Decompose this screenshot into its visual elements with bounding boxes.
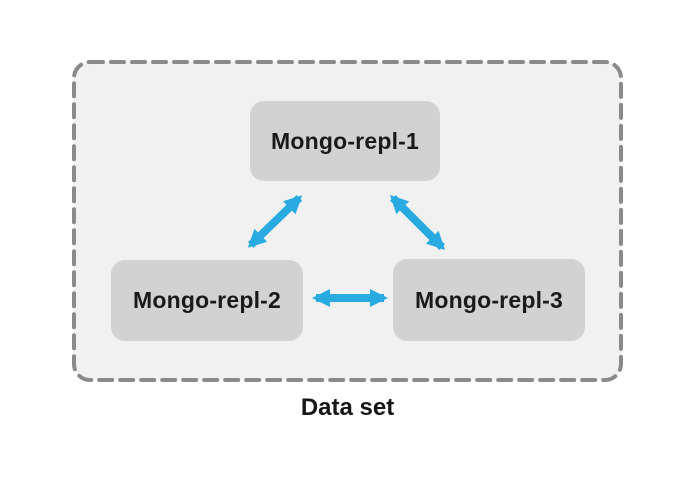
bidirectional-arrow-repl1-repl2 <box>247 195 303 248</box>
node-label: Mongo-repl-2 <box>132 287 282 313</box>
node-mongo-repl-3: Mongo-repl-3 <box>393 259 585 341</box>
node-mongo-repl-1: Mongo-repl-1 <box>250 101 440 181</box>
node-mongo-repl-2: Mongo-repl-2 <box>111 260 303 341</box>
diagram-caption: Data set <box>300 394 395 421</box>
bidirectional-arrow-repl1-repl3 <box>389 194 446 251</box>
node-label: Mongo-repl-1 <box>270 127 420 154</box>
node-label: Mongo-repl-3 <box>414 286 564 313</box>
